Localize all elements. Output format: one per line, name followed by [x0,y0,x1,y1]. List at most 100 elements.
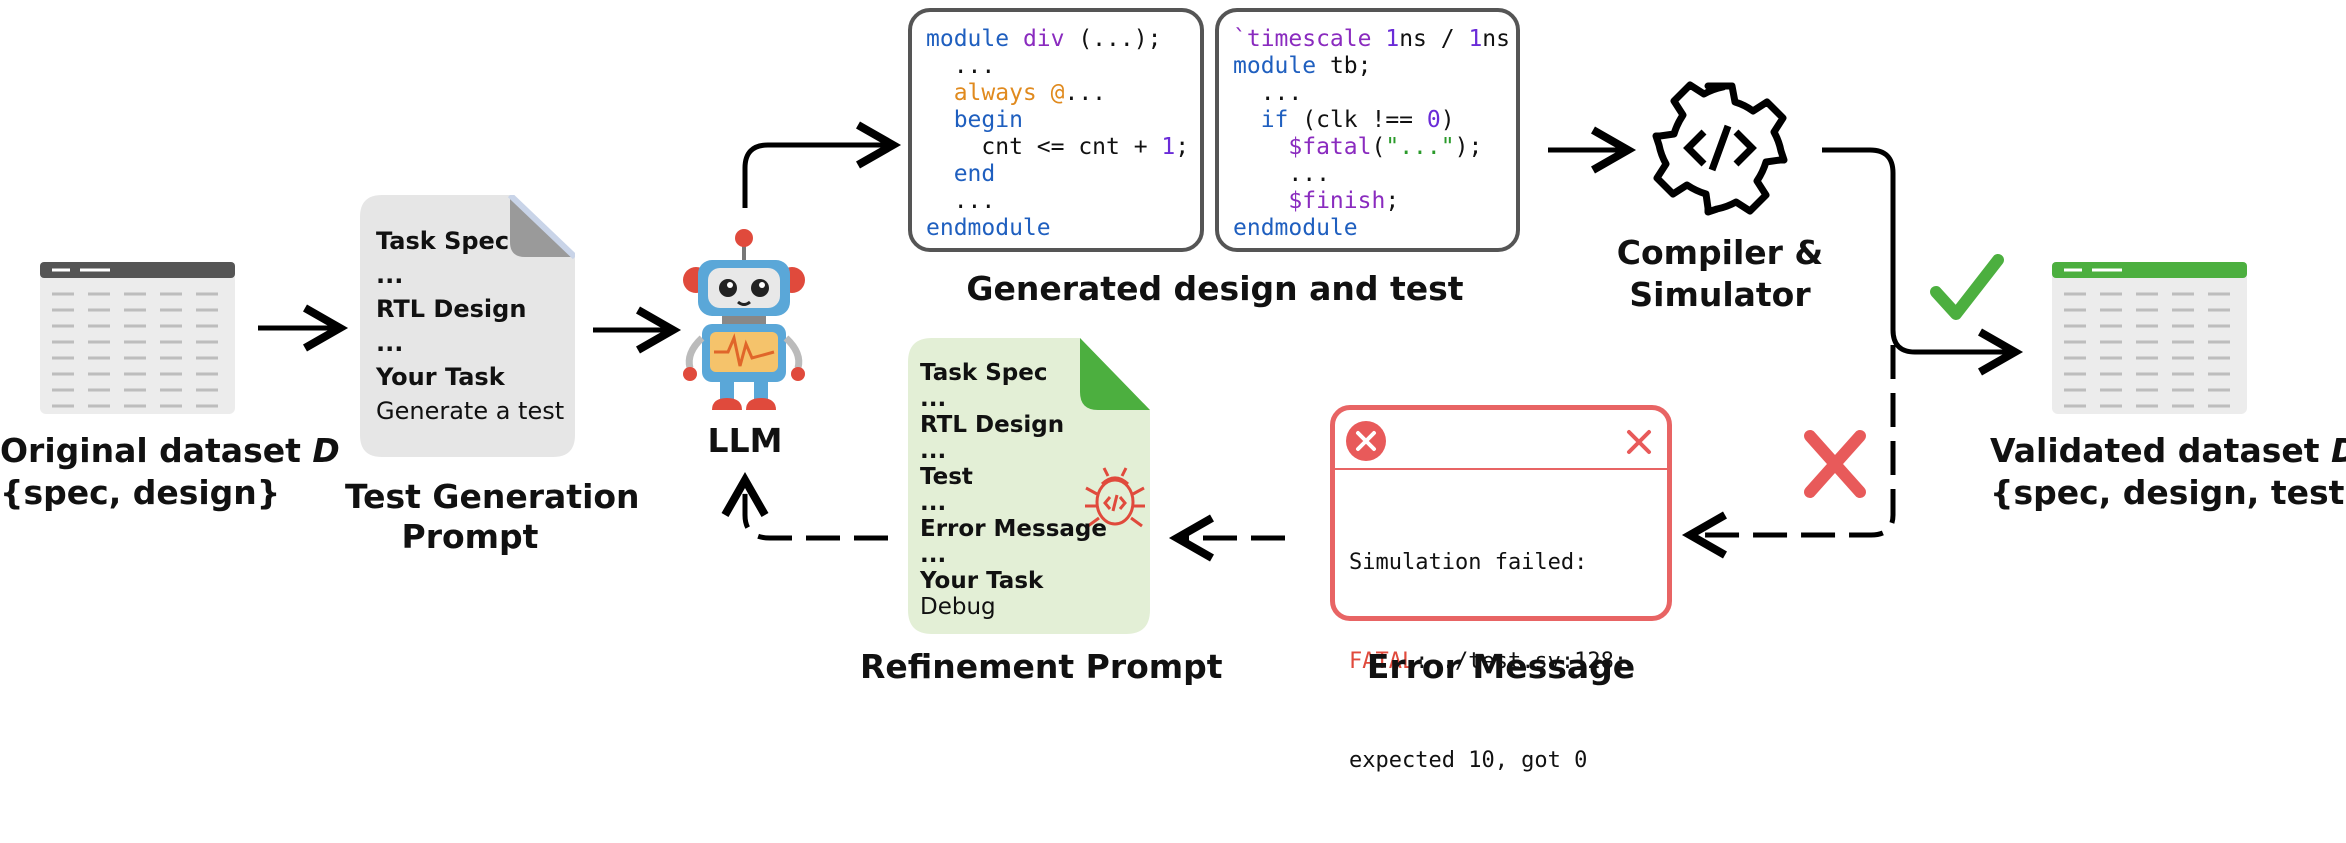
fatal-keyword: FATAL [1349,649,1416,674]
validated-dataset-label-prefix: Validated dataset [1990,431,2332,470]
code-token: ); [1454,134,1483,160]
design-code-lines: module div (...); ... always @... begin … [926,26,1200,242]
code-token: 1 [1161,134,1176,160]
arrow-compiler-to-validated [1822,147,2024,376]
design-code-line: ... [926,188,1200,215]
code-token: end [926,161,996,187]
error-circle-icon [1346,421,1386,461]
test-prompt-line: Generate a test [376,397,565,425]
refinement-prompt-text: Task Spec ... RTL Design ... Test ... Er… [920,360,1107,620]
refinement-prompt-document-icon [908,338,1150,634]
validated-dataset-sub: {spec, design, test} [1990,473,2346,512]
refinement-caption: Refinement Prompt [860,647,1223,686]
code-token: ... [926,53,996,79]
bug-icon [1085,467,1145,528]
design-code-box: module div (...); ... always @... begin … [908,8,1204,252]
code-token: ; [1175,134,1190,160]
code-token: begin [926,107,1023,133]
refinement-line: RTL Design [920,412,1065,438]
code-token: "..." [1385,134,1455,160]
refinement-line: Your Task [920,568,1044,594]
close-icon[interactable] [1625,428,1653,456]
refinement-line: ... [920,542,947,568]
test-prompt-document-icon [360,195,575,457]
code-token: ns / [1399,26,1469,52]
error-message-window: Simulation failed: FATAL: ./test.sv:128:… [1330,405,1672,773]
test-prompt-line: ... [376,261,404,289]
error-divider [1335,468,1667,470]
error-line-1: Simulation failed: [1349,550,1588,575]
code-token: ( [1371,134,1386,160]
validated-dataset-var: D’ [2331,431,2346,470]
compiler-caption-2: Simulator [1629,275,1811,314]
original-dataset-table-icon [40,262,235,414]
refinement-line: ... [920,438,947,464]
arrow-refine-to-llm [721,471,888,541]
test-prompt-line: Your Task [376,363,505,391]
code-token: if [1233,107,1303,133]
test-code-line: ... [1233,161,1516,188]
design-code-line: ... [926,53,1200,80]
code-token: ns [1482,26,1510,52]
error-location: : ./test.sv:128: [1415,649,1628,674]
cross-icon [1804,430,1866,498]
design-code-line: end [926,161,1200,188]
design-code-line: cnt <= cnt + 1; [926,134,1200,161]
test-code-line: ... [1233,80,1516,107]
test-prompt-caption-2: Prompt [401,517,539,556]
code-token: endmodule [1233,215,1358,241]
flow-arrows [258,121,2024,562]
llm-label: LLM [707,421,783,460]
code-token: 0 [1426,107,1441,133]
validated-dataset-table-icon [2052,262,2247,414]
design-code-line: endmodule [926,215,1200,242]
code-token: $finish [1233,188,1386,214]
error-line-2: FATAL: ./test.sv:128: [1349,645,1627,678]
code-token: ... [1233,161,1330,187]
arrow-llm-to-code [742,121,902,208]
original-dataset-var: D [312,431,340,470]
design-code-line: begin [926,107,1200,134]
refinement-line: ... [920,386,947,412]
generated-caption: Generated design and test [966,269,1464,308]
code-token: tb; [1329,53,1372,79]
refinement-line: Test [920,464,973,490]
test-code-line: endmodule [1233,215,1516,242]
code-token: `timescale [1233,26,1386,52]
test-code-line: `timescale 1ns / 1ns [1233,26,1516,53]
code-token: $fatal [1233,134,1372,160]
test-code-line: $finish; [1233,188,1516,215]
test-prompt-line: ... [376,329,404,357]
test-code-line: module tb; [1233,53,1516,80]
design-code-line: always @... [926,80,1200,107]
code-token: module [1233,53,1330,79]
test-code-line: if (clk !== 0) [1233,107,1516,134]
test-prompt-text: Task Spec ... RTL Design ... Your Task G… [376,224,564,428]
test-prompt-line: RTL Design [376,295,527,323]
code-token: (...); [1064,26,1162,52]
test-prompt-line: Task Spec [376,227,510,255]
code-token: 1 [1385,26,1400,52]
code-token: ... [1233,80,1303,106]
code-token: endmodule [926,215,1051,241]
original-dataset-label: Original dataset D [0,430,340,472]
refinement-line: ... [920,490,947,516]
code-token: ; [1385,188,1400,214]
check-icon [1930,254,2004,320]
error-line-3: expected 10, got 0 [1349,748,1588,773]
code-token: always @ [926,80,1065,106]
code-token: cnt <= cnt + [926,134,1162,160]
robot-icon [683,229,805,410]
refinement-line: Task Spec [920,360,1048,386]
original-dataset-label-prefix: Original dataset [0,431,313,470]
code-token: ) [1440,107,1455,133]
refinement-line: Debug [920,594,996,620]
code-token: (clk !== [1302,107,1427,133]
test-prompt-caption-1: Test Generation [345,477,640,516]
code-token: 1 [1468,26,1483,52]
code-token: module [926,26,1023,52]
design-code-line: module div (...); [926,26,1200,53]
test-code-line: $fatal("..."); [1233,134,1516,161]
